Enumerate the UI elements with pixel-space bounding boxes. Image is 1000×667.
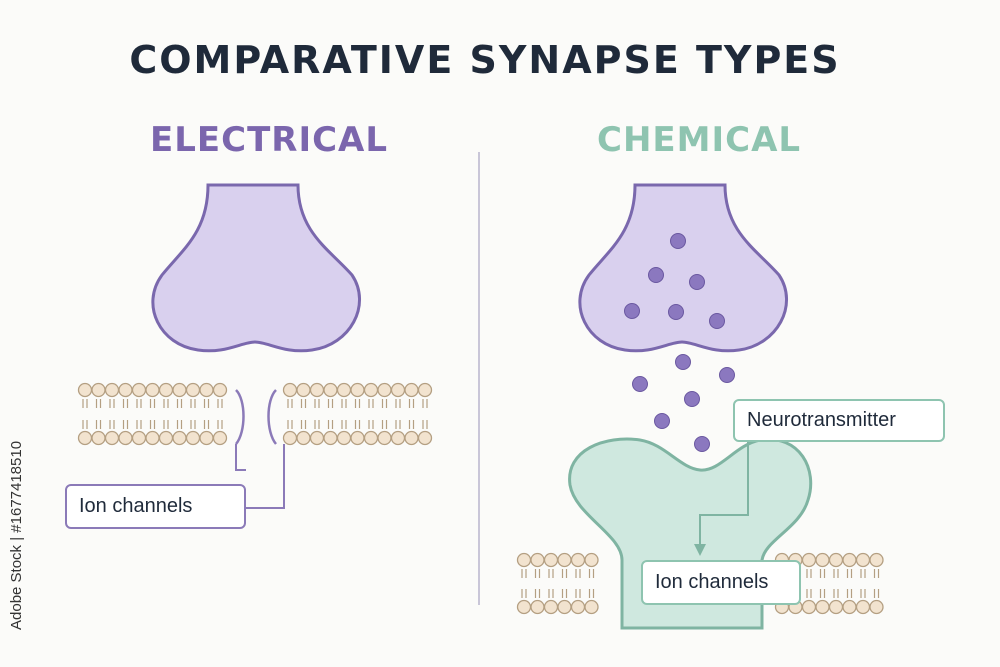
lipid-head (584, 599, 599, 615)
lipid-head (104, 430, 120, 446)
lipid-head (350, 382, 365, 398)
lipid-head (158, 430, 174, 446)
leader-arrowhead (694, 544, 706, 556)
chemical-membrane-left (516, 552, 599, 615)
lipid-head (404, 382, 419, 398)
lipid-head (336, 430, 352, 446)
lipid-head (842, 552, 857, 568)
lipid-head (417, 382, 433, 398)
lipid-head (296, 430, 311, 446)
vesicle (670, 233, 686, 249)
lipid-head (145, 430, 160, 446)
lipid-head (296, 382, 311, 398)
lipid-head (282, 382, 298, 398)
electrical-membrane-right (282, 382, 433, 446)
lipid-head (131, 430, 147, 446)
lipid-head (801, 552, 817, 568)
stock-credit: Adobe Stock | #1677418510 (8, 440, 25, 630)
lipid-head (309, 382, 325, 398)
lipid-head (815, 599, 830, 615)
vesicle (632, 376, 648, 392)
lipid-head (584, 552, 599, 568)
vesicle (684, 391, 700, 407)
lipid-head (172, 430, 187, 446)
lipid-head (104, 382, 120, 398)
chemical-leader-line (699, 442, 749, 548)
lipid-head (199, 382, 214, 398)
lipid-head (530, 552, 545, 568)
lipid-head (543, 552, 559, 568)
lipid-head (855, 552, 871, 568)
lipid-head (185, 430, 201, 446)
lipid-head (199, 430, 214, 446)
lipid-head (390, 430, 406, 446)
neurotransmitter-label: Neurotransmitter (733, 399, 945, 442)
gap-junction-channel (234, 389, 278, 445)
lipid-head (158, 382, 174, 398)
lipid-head (815, 552, 830, 568)
lipid-head (323, 430, 338, 446)
vesicle (689, 274, 705, 290)
vesicle (675, 354, 691, 370)
lipid-head (185, 382, 201, 398)
electrical-heading: ELECTRICAL (150, 120, 389, 160)
lipid-head (557, 599, 572, 615)
lipid-head (77, 382, 93, 398)
lipid-head (172, 382, 187, 398)
electrical-membrane-left (77, 382, 228, 446)
vesicle (709, 313, 725, 329)
lipid-head (855, 599, 871, 615)
lipid-head (417, 430, 433, 446)
diagram-title: COMPARATIVE SYNAPSE TYPES (129, 38, 841, 82)
lipid-head (323, 382, 338, 398)
lipid-head (404, 430, 419, 446)
lipid-head (131, 382, 147, 398)
lipid-head (363, 430, 379, 446)
chemical-heading: CHEMICAL (597, 120, 802, 160)
lipid-head (516, 552, 532, 568)
lipid-head (118, 382, 133, 398)
lipid-head (516, 599, 532, 615)
lipid-head (309, 430, 325, 446)
lipid-head (377, 430, 392, 446)
vesicle (668, 304, 684, 320)
electrical-presynaptic-terminal (151, 183, 362, 353)
lipid-head (390, 382, 406, 398)
vesicle (694, 436, 710, 452)
lipid-head (869, 599, 884, 615)
lipid-head (118, 430, 133, 446)
lipid-head (377, 382, 392, 398)
lipid-head (212, 382, 228, 398)
vesicle (624, 303, 640, 319)
lipid-head (212, 430, 228, 446)
lipid-head (570, 599, 586, 615)
vesicle (654, 413, 670, 429)
vesicle (719, 367, 735, 383)
lipid-head (828, 599, 844, 615)
lipid-head (336, 382, 352, 398)
lipid-head (145, 382, 160, 398)
lipid-head (530, 599, 545, 615)
lipid-head (869, 552, 884, 568)
vesicle (648, 267, 664, 283)
lipid-head (363, 382, 379, 398)
lipid-head (77, 430, 93, 446)
lipid-head (842, 599, 857, 615)
lipid-head (801, 599, 817, 615)
electrical-ion-channels-label: Ion channels (65, 484, 246, 529)
lipid-head (543, 599, 559, 615)
lipid-head (350, 430, 365, 446)
lipid-head (570, 552, 586, 568)
neurotransmitter-vesicles (624, 233, 735, 452)
lipid-head (282, 430, 298, 446)
lipid-head (91, 430, 106, 446)
lipid-head (828, 552, 844, 568)
chemical-ion-channels-label: Ion channels (641, 560, 801, 605)
lipid-head (91, 382, 106, 398)
lipid-head (557, 552, 572, 568)
electrical-leader-line (235, 444, 285, 509)
chemical-presynaptic-terminal (578, 183, 789, 353)
